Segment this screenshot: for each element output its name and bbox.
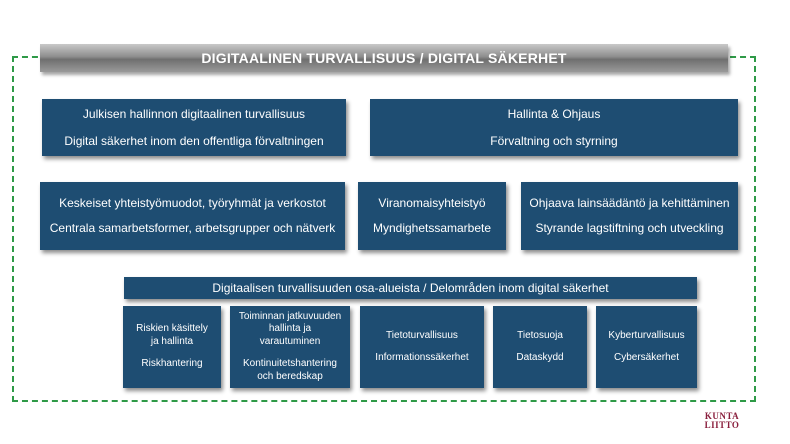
subarea-risk-management: Riskien käsittely ja hallinta Riskhanter… xyxy=(123,306,221,388)
box-label-sv: Förvaltning och styrning xyxy=(490,133,618,148)
subarea-label-sv: Dataskydd xyxy=(516,352,564,363)
subarea-label-sv: Cybersäkerhet xyxy=(613,352,680,363)
box-label-sv: Digital säkerhet inom den offentliga för… xyxy=(64,133,324,148)
subarea-label-fi: Toiminnan jatkuvuuden hallinta ja varaut… xyxy=(238,310,342,347)
box-legislation: Ohjaava lainsäädäntö ja kehittäminen Sty… xyxy=(521,182,738,250)
diagram-title: DIGITAALINEN TURVALLISUUS / DIGITAL SÄKE… xyxy=(40,44,728,72)
kuntaliitto-logo: KUNTA LIITTO xyxy=(700,410,744,432)
subareas-header: Digitaalisen turvallisuuden osa-alueista… xyxy=(124,277,697,299)
subarea-label-fi: Tietoturvallisuus xyxy=(386,329,458,341)
box-cooperation: Keskeiset yhteistyömuodot, työryhmät ja … xyxy=(40,182,345,250)
box-label-fi: Hallinta & Ohjaus xyxy=(507,106,601,121)
logo-line-1: KUNTA xyxy=(704,411,740,421)
logo-line-2: LIITTO xyxy=(704,420,740,430)
box-label-fi: Ohjaava lainsäädäntö ja kehittäminen xyxy=(529,196,730,210)
subarea-continuity: Toiminnan jatkuvuuden hallinta ja varaut… xyxy=(230,306,350,388)
box-governance: Hallinta & Ohjaus Förvaltning och styrni… xyxy=(370,99,738,156)
box-label-sv: Styrande lagstiftning och utveckling xyxy=(535,221,724,235)
box-authority-cooperation: Viranomaisyhteistyö Myndighetssamarbete xyxy=(358,182,506,250)
subarea-cyber-security: Kyberturvallisuus Cybersäkerhet xyxy=(596,306,697,388)
box-label-fi: Julkisen hallinnon digitaalinen turvalli… xyxy=(82,106,306,121)
subarea-label-fi: Riskien käsittely ja hallinta xyxy=(136,323,208,347)
box-label-sv: Myndighetssamarbete xyxy=(372,221,492,235)
subarea-data-protection: Tietosuoja Dataskydd xyxy=(493,306,587,388)
subarea-label-sv: Kontinuitetshantering och beredskap xyxy=(243,358,337,382)
subarea-information-security: Tietoturvallisuus Informationssäkerhet xyxy=(360,306,484,388)
box-label-fi: Keskeiset yhteistyömuodot, työryhmät ja … xyxy=(59,196,326,210)
box-label-fi: Viranomaisyhteistyö xyxy=(378,196,486,210)
box-public-admin-security: Julkisen hallinnon digitaalinen turvalli… xyxy=(42,99,346,156)
subarea-label-fi: Kyberturvallisuus xyxy=(608,329,685,341)
subarea-label-sv: Informationssäkerhet xyxy=(375,352,469,363)
box-label-sv: Centrala samarbetsformer, arbetsgrupper … xyxy=(49,221,336,235)
subarea-label-fi: Tietosuoja xyxy=(517,329,563,341)
subarea-label-sv: Riskhantering xyxy=(141,358,203,370)
